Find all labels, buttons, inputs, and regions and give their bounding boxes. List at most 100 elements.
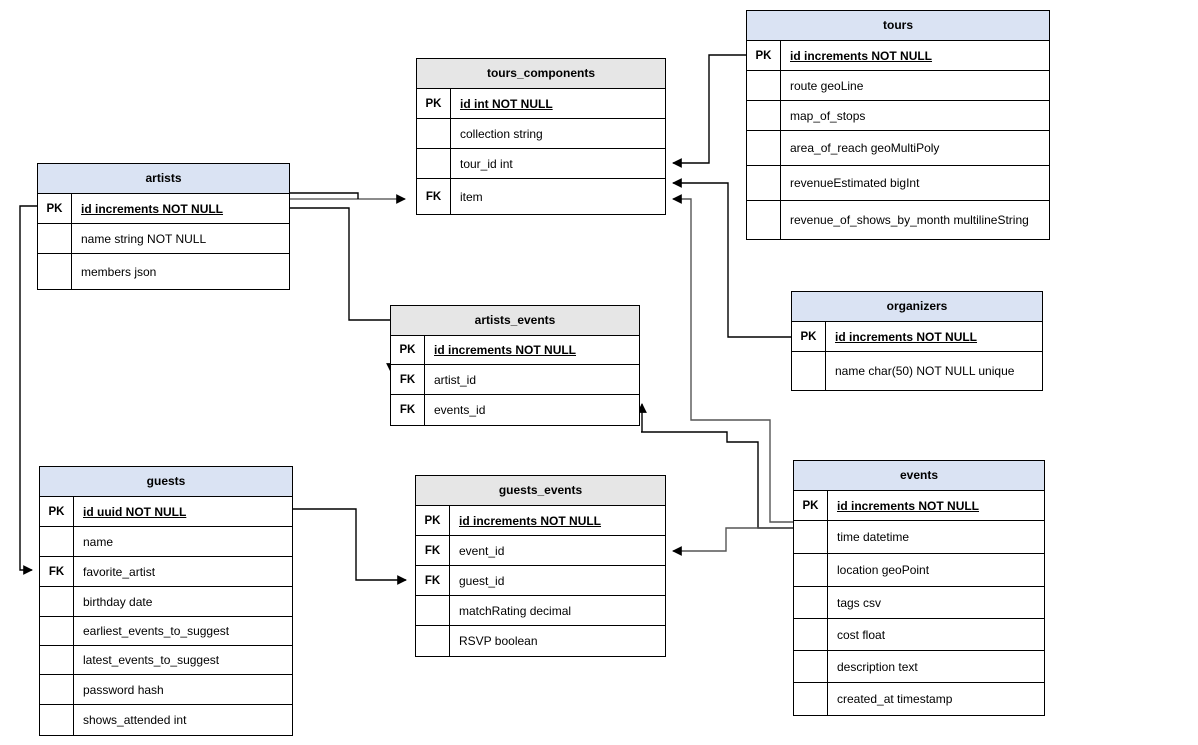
foreign-key-badge: FK — [417, 179, 451, 214]
attribute-row[interactable]: earliest_events_to_suggest — [40, 617, 292, 646]
attribute-row[interactable]: revenueEstimated bigInt — [747, 166, 1049, 201]
primary-key-badge: PK — [391, 336, 425, 364]
connector-events-to-guests-events — [672, 527, 793, 556]
key-cell-empty — [794, 619, 828, 650]
foreign-key-badge: FK — [391, 365, 425, 394]
attribute-name: time datetime — [837, 530, 910, 544]
attribute-name: id increments NOT NULL — [835, 329, 978, 344]
attribute-name: events_id — [434, 403, 486, 417]
attribute-name: tags csv — [837, 595, 882, 610]
attribute-row[interactable]: created_at timestamp — [794, 683, 1044, 715]
connector-artists-stub-a — [290, 192, 359, 199]
attribute-row[interactable]: area_of_reach geoMultiPoly — [747, 131, 1049, 166]
key-cell-empty — [794, 683, 828, 715]
attribute-name: id increments NOT NULL — [434, 343, 577, 357]
attribute-name: name string NOT NULL — [81, 231, 207, 246]
key-cell-empty — [38, 224, 72, 253]
key-cell-empty — [40, 646, 74, 674]
attribute-row[interactable]: name — [40, 527, 292, 557]
attribute-row[interactable]: tour_id int — [417, 149, 665, 179]
attribute-row[interactable]: FK item — [417, 179, 665, 214]
attribute-name: guest_id — [459, 573, 505, 588]
attribute-row[interactable]: PK id increments NOT NULL — [794, 491, 1044, 521]
connector-events-to-tours-components — [672, 194, 793, 523]
entity-title-events: events — [794, 461, 1044, 491]
foreign-key-badge: FK — [391, 395, 425, 425]
attribute-row[interactable]: collection string — [417, 119, 665, 149]
key-cell-empty — [794, 587, 828, 618]
attribute-name: event_id — [459, 543, 505, 558]
primary-key-badge: PK — [416, 506, 450, 535]
attribute-row[interactable]: route geoLine — [747, 71, 1049, 101]
attribute-name: revenue_of_shows_by_month multilineStrin… — [790, 213, 1029, 227]
primary-key-badge: PK — [40, 497, 74, 526]
key-cell-empty — [794, 521, 828, 553]
attribute-row[interactable]: password hash — [40, 675, 292, 705]
key-cell-empty — [747, 201, 781, 239]
connector-guests-to-guests-events — [293, 508, 407, 585]
attribute-row[interactable]: matchRating decimal — [416, 596, 665, 626]
key-cell-empty — [40, 675, 74, 704]
attribute-row[interactable]: map_of_stops — [747, 101, 1049, 131]
attribute-row[interactable]: FK events_id — [391, 395, 639, 425]
foreign-key-badge: FK — [416, 536, 450, 565]
attribute-name: area_of_reach geoMultiPoly — [790, 141, 940, 155]
entity-title-tours: tours — [747, 11, 1049, 41]
key-cell-empty — [40, 587, 74, 616]
attribute-row[interactable]: name char(50) NOT NULL unique — [792, 352, 1042, 390]
key-cell-empty — [417, 149, 451, 178]
attribute-row[interactable]: RSVP boolean — [416, 626, 665, 656]
attribute-row[interactable]: cost float — [794, 619, 1044, 651]
attribute-name: id int NOT NULL — [460, 96, 553, 111]
attribute-row[interactable]: PK id increments NOT NULL — [391, 336, 639, 365]
connector-artists-to-guests — [19, 205, 37, 575]
key-cell-empty — [38, 254, 72, 289]
attribute-row[interactable]: revenue_of_shows_by_month multilineStrin… — [747, 201, 1049, 239]
attribute-row[interactable]: FK event_id — [416, 536, 665, 566]
attribute-row[interactable]: name string NOT NULL — [38, 224, 289, 254]
key-cell-empty — [40, 705, 74, 735]
attribute-name: created_at timestamp — [837, 692, 953, 706]
primary-key-badge: PK — [794, 491, 828, 520]
attribute-row[interactable]: location geoPoint — [794, 554, 1044, 587]
attribute-row[interactable]: members json — [38, 254, 289, 289]
attribute-row[interactable]: tags csv — [794, 587, 1044, 619]
attribute-row[interactable]: birthday date — [40, 587, 292, 617]
attribute-name: password hash — [83, 682, 164, 697]
key-cell-empty — [747, 101, 781, 130]
entity-title-tours_components: tours_components — [417, 59, 665, 89]
attribute-row[interactable]: latest_events_to_suggest — [40, 646, 292, 675]
key-cell-empty — [747, 71, 781, 100]
attribute-name: description text — [837, 659, 918, 674]
attribute-row[interactable]: shows_attended int — [40, 705, 292, 735]
connector-tours-to-tours-components — [672, 54, 746, 168]
attribute-name: name char(50) NOT NULL unique — [835, 364, 1015, 378]
attribute-name: id increments NOT NULL — [837, 498, 980, 513]
attribute-name: shows_attended int — [83, 713, 187, 727]
primary-key-badge: PK — [38, 194, 72, 223]
attribute-row[interactable]: description text — [794, 651, 1044, 683]
attribute-row[interactable]: time datetime — [794, 521, 1044, 554]
attribute-name: map_of_stops — [790, 108, 866, 123]
attribute-name: item — [460, 189, 483, 204]
key-cell-empty — [416, 596, 450, 625]
key-cell-empty — [794, 554, 828, 586]
